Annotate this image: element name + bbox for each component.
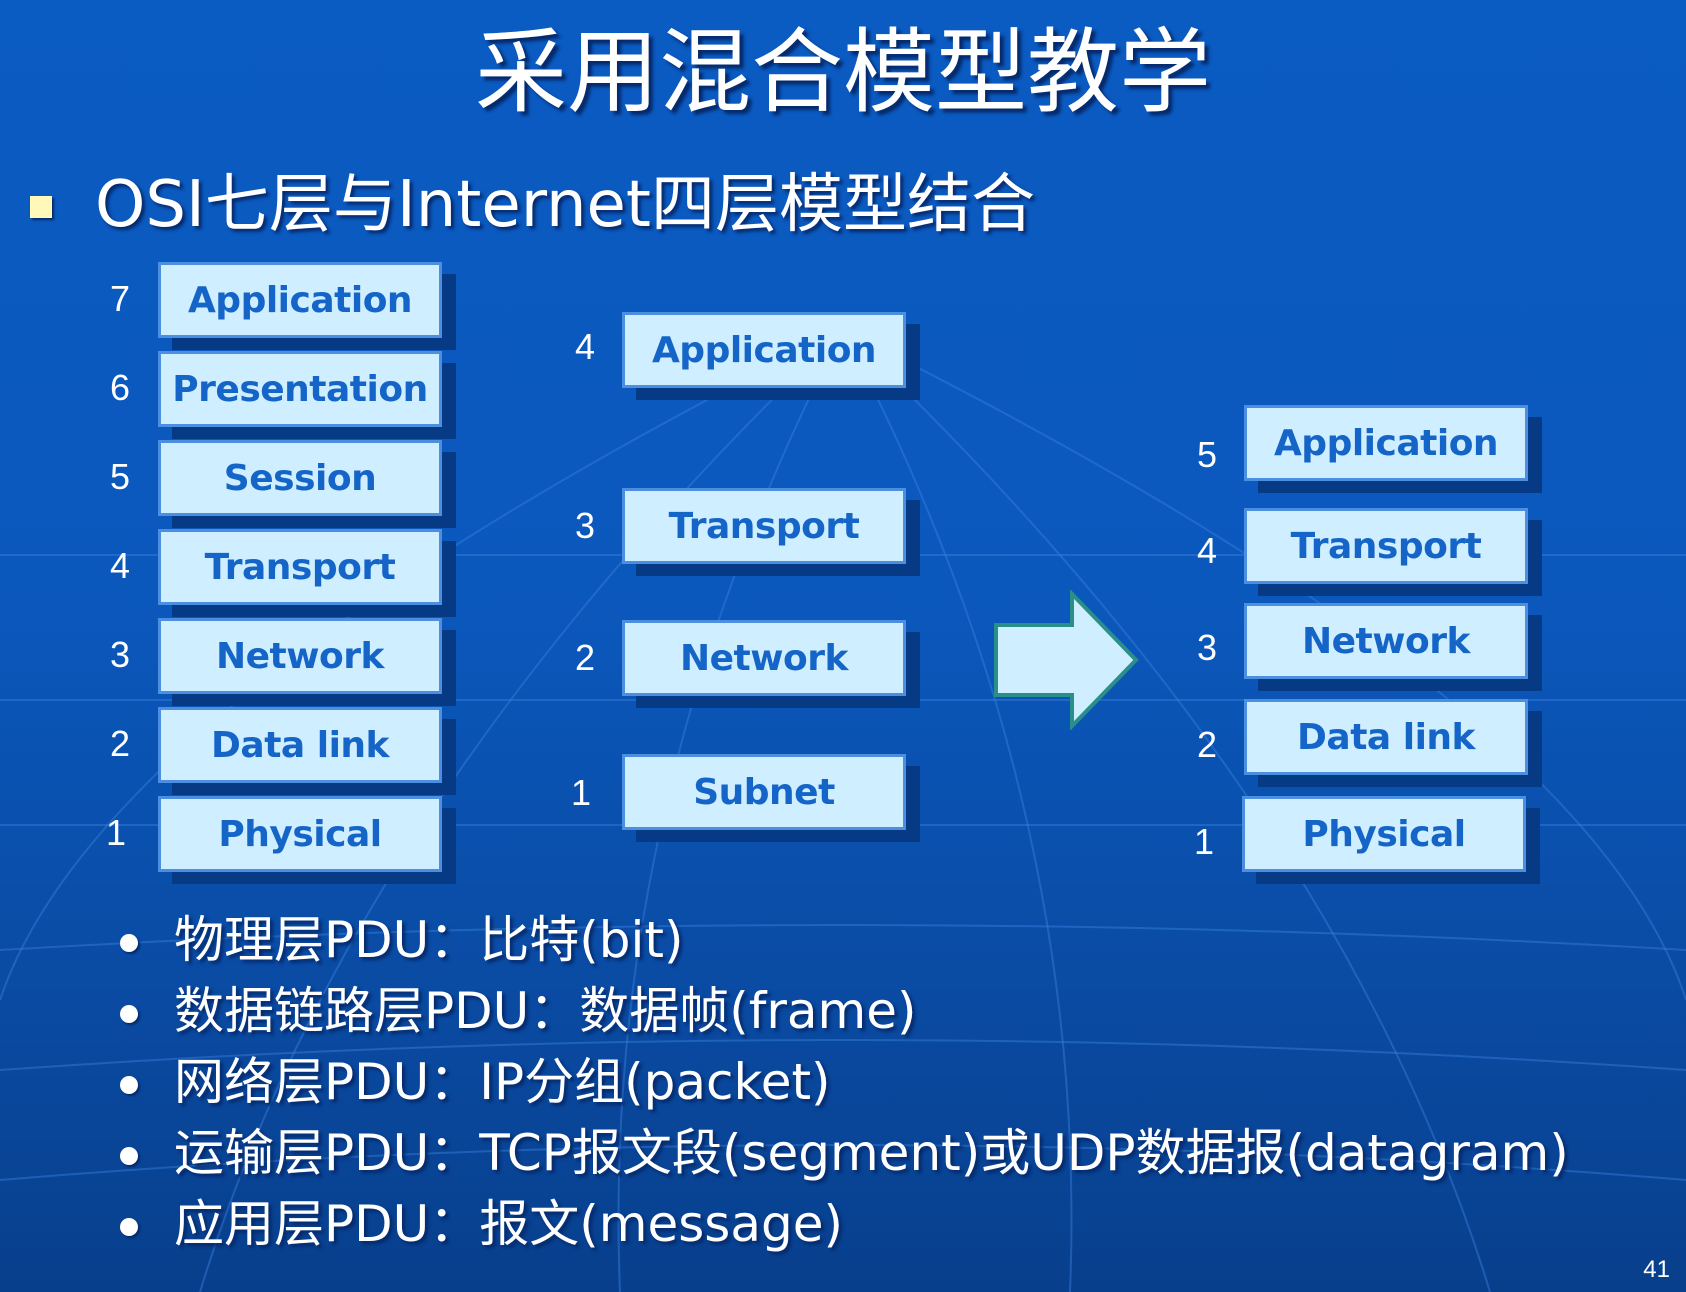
hybrid-layer-number: 5 (1196, 434, 1218, 475)
pdu-text: 物理层PDU：比特(bit) (174, 911, 684, 969)
internet-layer-subnet: Subnet (622, 754, 906, 830)
pdu-item-application: 应用层PDU：报文(message) (118, 1189, 1569, 1260)
osi-layer-presentation: Presentation (158, 351, 442, 427)
pdu-item-data-link: 数据链路层PDU：数据帧(frame) (118, 976, 1569, 1047)
internet-layer-number: 3 (574, 505, 596, 546)
hybrid-layer-number: 4 (1196, 530, 1218, 571)
pdu-text: 网络层PDU：IP分组(packet) (174, 1053, 831, 1111)
osi-layer-session: Session (158, 440, 442, 516)
osi-layer-number: 4 (109, 545, 131, 586)
section-heading: OSI七层与Internet四层模型结合 (95, 168, 1035, 242)
hybrid-layer-number: 1 (1193, 821, 1215, 862)
hybrid-layer-network: Network (1244, 603, 1528, 679)
osi-layer-number: 5 (109, 456, 131, 497)
osi-layer-data-link: Data link (158, 707, 442, 783)
osi-layer-number: 2 (109, 723, 131, 764)
hybrid-layer-number: 3 (1196, 627, 1218, 668)
internet-layer-application: Application (622, 312, 906, 388)
pdu-item-transport: 运输层PDU：TCP报文段(segment)或UDP数据报(datagram) (118, 1118, 1569, 1189)
hybrid-layer-number: 2 (1196, 724, 1218, 765)
osi-layer-number: 3 (109, 634, 131, 675)
bullet-dot-icon (120, 1147, 138, 1165)
osi-layer-network: Network (158, 618, 442, 694)
bullet-dot-icon (120, 1218, 138, 1236)
bullet-dot-icon (120, 1076, 138, 1094)
slide-title: 采用混合模型教学 (474, 19, 1211, 126)
right-arrow-icon (994, 590, 1139, 730)
square-bullet-icon (30, 196, 52, 218)
internet-layer-transport: Transport (622, 488, 906, 564)
osi-layer-number: 1 (105, 812, 127, 853)
hybrid-layer-transport: Transport (1244, 508, 1528, 584)
pdu-item-physical: 物理层PDU：比特(bit) (118, 905, 1569, 976)
pdu-text: 应用层PDU：报文(message) (174, 1195, 843, 1253)
internet-layer-number: 4 (574, 326, 596, 367)
internet-layer-number: 1 (570, 772, 592, 813)
pdu-text: 运输层PDU：TCP报文段(segment)或UDP数据报(datagram) (174, 1124, 1569, 1182)
osi-layer-number: 6 (109, 367, 131, 408)
bullet-dot-icon (120, 934, 138, 952)
osi-layer-application: Application (158, 262, 442, 338)
hybrid-layer-application: Application (1244, 405, 1528, 481)
hybrid-layer-physical: Physical (1242, 796, 1526, 872)
internet-layer-number: 2 (574, 637, 596, 678)
osi-layer-physical: Physical (158, 796, 442, 872)
internet-layer-network: Network (622, 620, 906, 696)
osi-layer-transport: Transport (158, 529, 442, 605)
hybrid-layer-data-link: Data link (1244, 699, 1528, 775)
pdu-text: 数据链路层PDU：数据帧(frame) (174, 982, 917, 1040)
slide-number: 41 (1643, 1256, 1670, 1283)
bullet-dot-icon (120, 1005, 138, 1023)
pdu-item-network: 网络层PDU：IP分组(packet) (118, 1047, 1569, 1118)
pdu-list: 物理层PDU：比特(bit) 数据链路层PDU：数据帧(frame) 网络层PD… (118, 905, 1569, 1260)
osi-layer-number: 7 (109, 278, 131, 319)
